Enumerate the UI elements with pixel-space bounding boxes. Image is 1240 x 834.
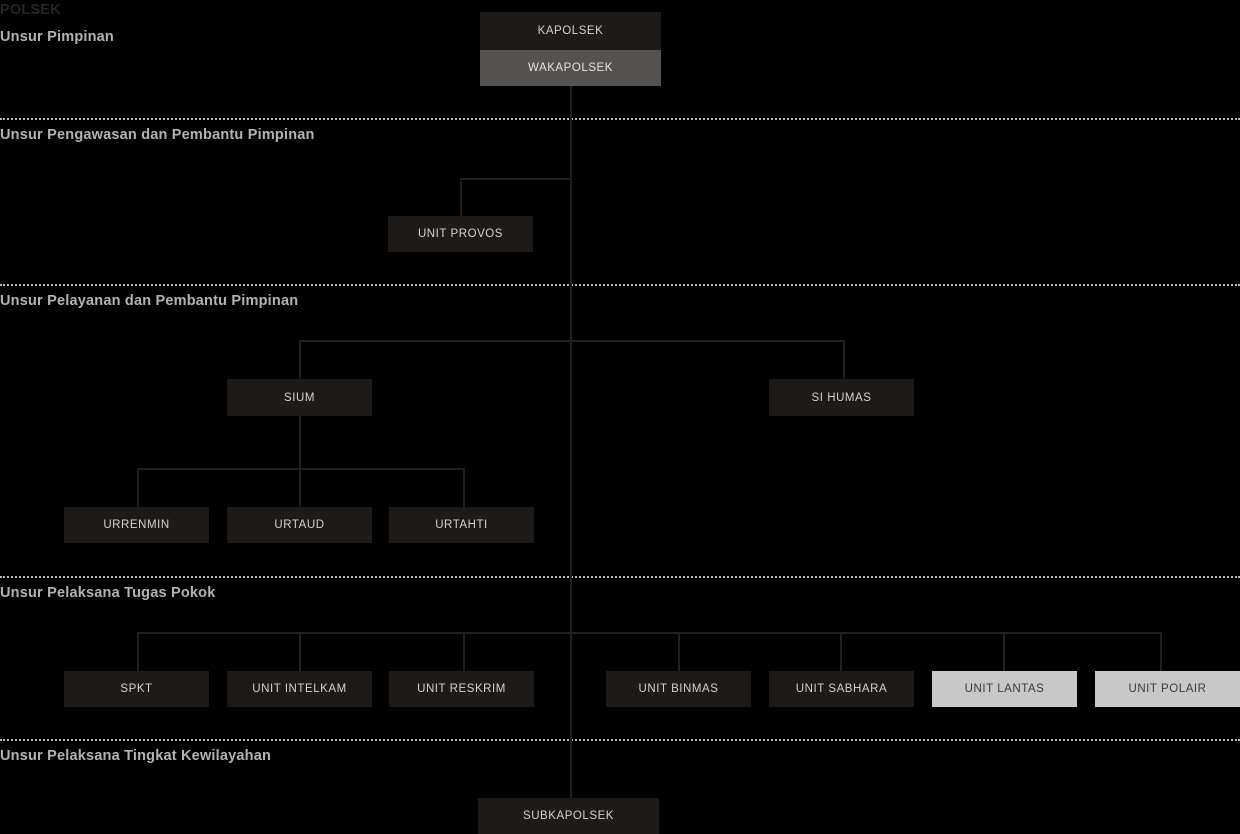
- connector-sabhara-drop: [840, 632, 842, 671]
- section-label-pengawasan: Unsur Pengawasan dan Pembantu Pimpinan: [0, 127, 315, 143]
- connector-sium-drop: [299, 340, 301, 379]
- node-unit-binmas[interactable]: UNIT BINMAS: [606, 671, 751, 707]
- divider-1: [0, 118, 1240, 120]
- connector-sium-stem: [299, 416, 301, 468]
- connector-provos-vertical: [460, 178, 462, 216]
- node-subkapolsek[interactable]: SUBKAPOLSEK: [478, 798, 659, 834]
- node-unit-intelkam[interactable]: UNIT INTELKAM: [227, 671, 372, 707]
- node-urtaud[interactable]: URTAUD: [227, 507, 372, 543]
- connector-provos-horizontal: [460, 178, 572, 180]
- node-urtahti[interactable]: URTAHTI: [389, 507, 534, 543]
- node-unit-lantas[interactable]: UNIT LANTAS: [932, 671, 1077, 707]
- connector-sium-children-bus: [137, 468, 465, 470]
- connector-spkt-drop: [137, 632, 139, 671]
- trunk-line-main: [570, 86, 572, 802]
- connector-intelkam-drop: [299, 632, 301, 671]
- connector-urtahti-drop: [463, 468, 465, 507]
- connector-pelaksana-bus: [137, 632, 1162, 634]
- page-title: POLSEK: [0, 2, 61, 18]
- section-label-pelayanan: Unsur Pelayanan dan Pembantu Pimpinan: [0, 293, 299, 309]
- connector-urtaud-drop: [299, 468, 301, 507]
- node-kapolsek[interactable]: KAPOLSEK: [480, 12, 661, 50]
- connector-lantas-drop: [1003, 632, 1005, 671]
- node-urrenmin[interactable]: URRENMIN: [64, 507, 209, 543]
- connector-urrenmin-drop: [137, 468, 139, 507]
- connector-polair-drop: [1160, 632, 1162, 671]
- node-unit-reskrim[interactable]: UNIT RESKRIM: [389, 671, 534, 707]
- node-spkt[interactable]: SPKT: [64, 671, 209, 707]
- node-wakapolsek[interactable]: WAKAPOLSEK: [480, 50, 661, 86]
- section-label-pelaksana-tugas: Unsur Pelaksana Tugas Pokok: [0, 585, 216, 601]
- section-label-pimpinan: Unsur Pimpinan: [0, 29, 114, 45]
- connector-sihumas-drop: [843, 340, 845, 379]
- connector-binmas-drop: [678, 632, 680, 671]
- node-unit-sabhara[interactable]: UNIT SABHARA: [769, 671, 914, 707]
- section-label-kewilayahan: Unsur Pelaksana Tingkat Kewilayahan: [0, 748, 272, 764]
- divider-2: [0, 284, 1240, 286]
- node-unit-provos[interactable]: UNIT PROVOS: [388, 216, 533, 252]
- connector-pelayanan-bus: [299, 340, 845, 342]
- node-sium[interactable]: SIUM: [227, 379, 372, 416]
- divider-4: [0, 739, 1240, 741]
- connector-reskrim-drop: [463, 632, 465, 671]
- node-unit-polair[interactable]: UNIT POLAIR: [1095, 671, 1240, 707]
- divider-3: [0, 576, 1240, 578]
- node-si-humas[interactable]: SI HUMAS: [769, 379, 914, 416]
